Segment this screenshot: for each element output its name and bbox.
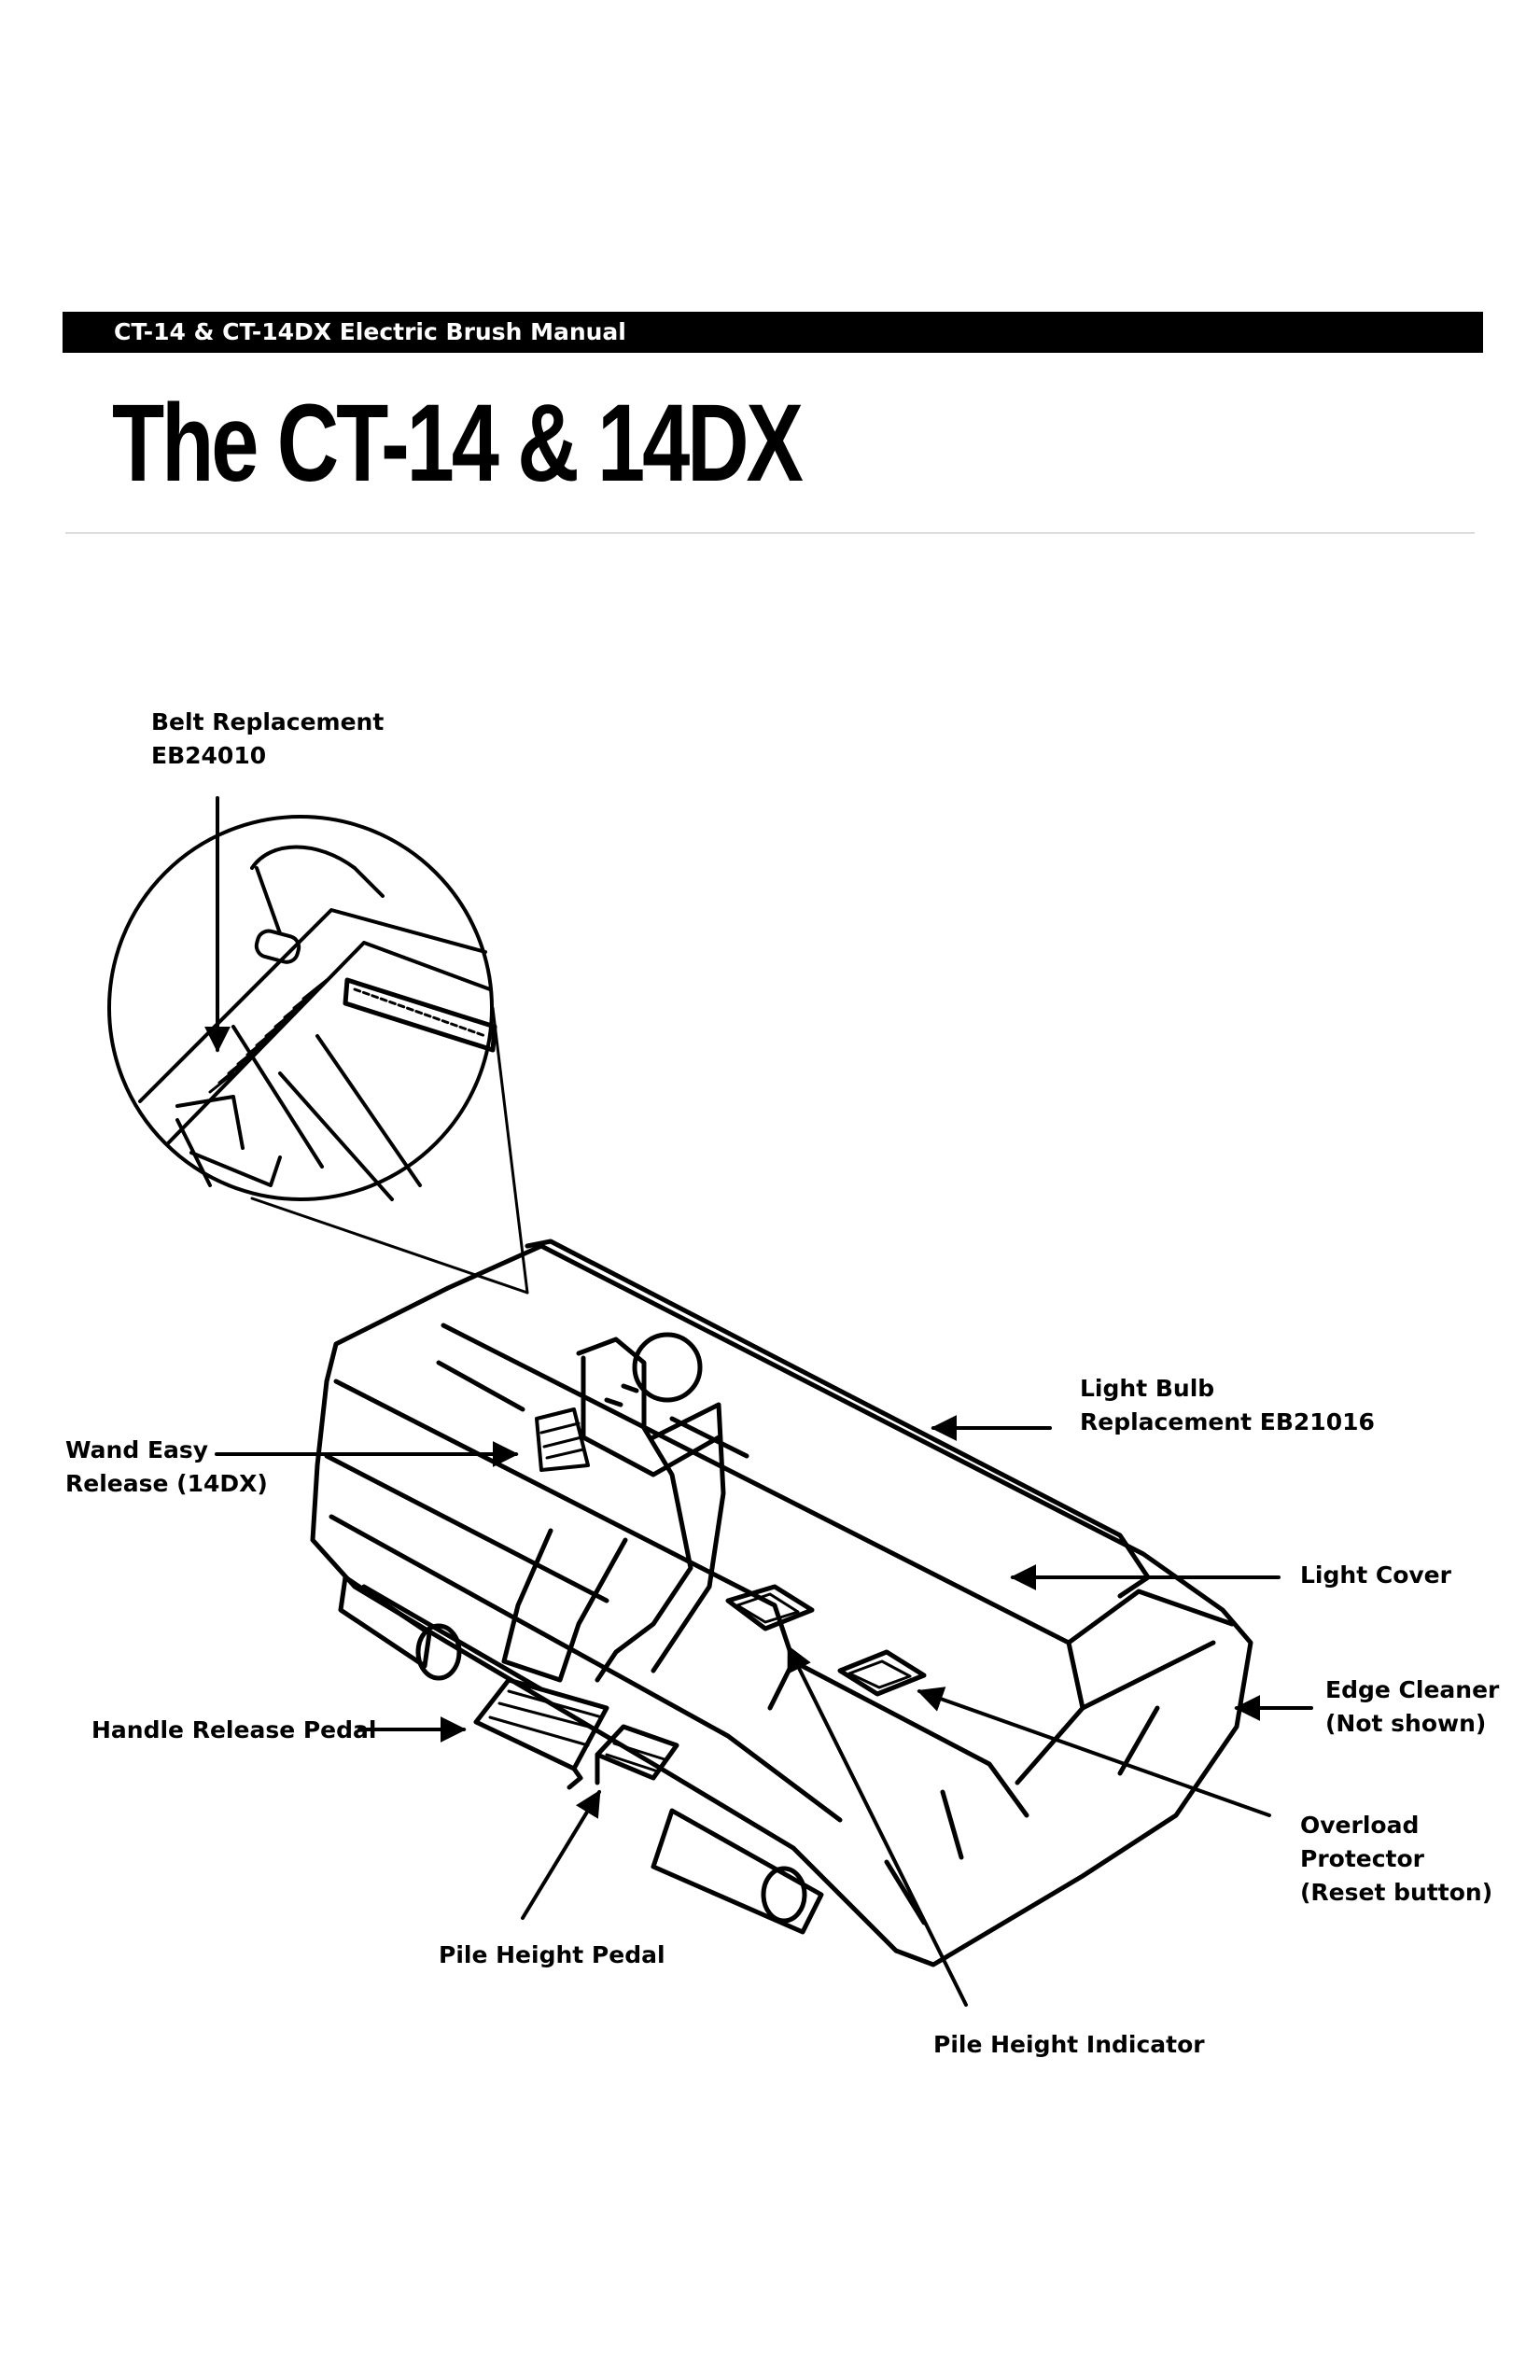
arrow-pile-height-indicator [787,1645,968,2007]
overload-protector-button [837,1649,927,1697]
label-light-bulb: Light Bulb Replacement EB21016 [1080,1375,1375,1435]
wand-release-tab [535,1407,590,1472]
header-text: CT-14 & CT-14DX Electric Brush Manual [114,318,626,345]
brush-body [310,1239,1253,1967]
arrow-pile-height-pedal [521,1789,601,1920]
pile-height-indicator-window [725,1584,815,1631]
handle-release-pedal [473,1677,609,1771]
label-wand-easy-release: Wand Easy Release (14DX) [65,1436,268,1497]
callout-arrows [204,796,1313,2007]
label-handle-release-pedal: Handle Release Pedal [91,1716,377,1743]
label-pile-height-pedal: Pile Height Pedal [439,1941,665,1968]
top-cover [525,1239,1151,1599]
label-edge-cleaner: Edge Cleaner (Not shown) [1325,1676,1500,1737]
rear-roller [338,1575,432,1669]
belt-detail-drawing [138,845,497,1201]
magnifier-line-left [250,1197,529,1295]
wand-neck [576,1337,693,1683]
header-bar: CT-14 & CT-14DX Electric Brush Manual [63,312,1483,353]
label-light-cover: Light Cover [1300,1561,1451,1589]
page-title: The CT-14 & 14DX [112,382,804,505]
front-roller [651,1808,824,1935]
belt-teeth [208,978,329,1094]
arrow-overload-protector [917,1687,1271,1817]
pedals [473,1677,679,1790]
magnifier-line-right [491,1006,529,1295]
label-overload-protector: Overload Protector (Reset button) [1300,1812,1493,1906]
title-divider [65,532,1475,534]
label-pile-height-indicator: Pile Height Indicator [933,2031,1205,2058]
label-belt-replacement: Belt Replacement EB24010 [151,708,385,769]
pile-height-pedal [595,1724,679,1781]
brush-outline [310,1243,1253,1967]
belt-detail-magnifier [107,815,529,1295]
